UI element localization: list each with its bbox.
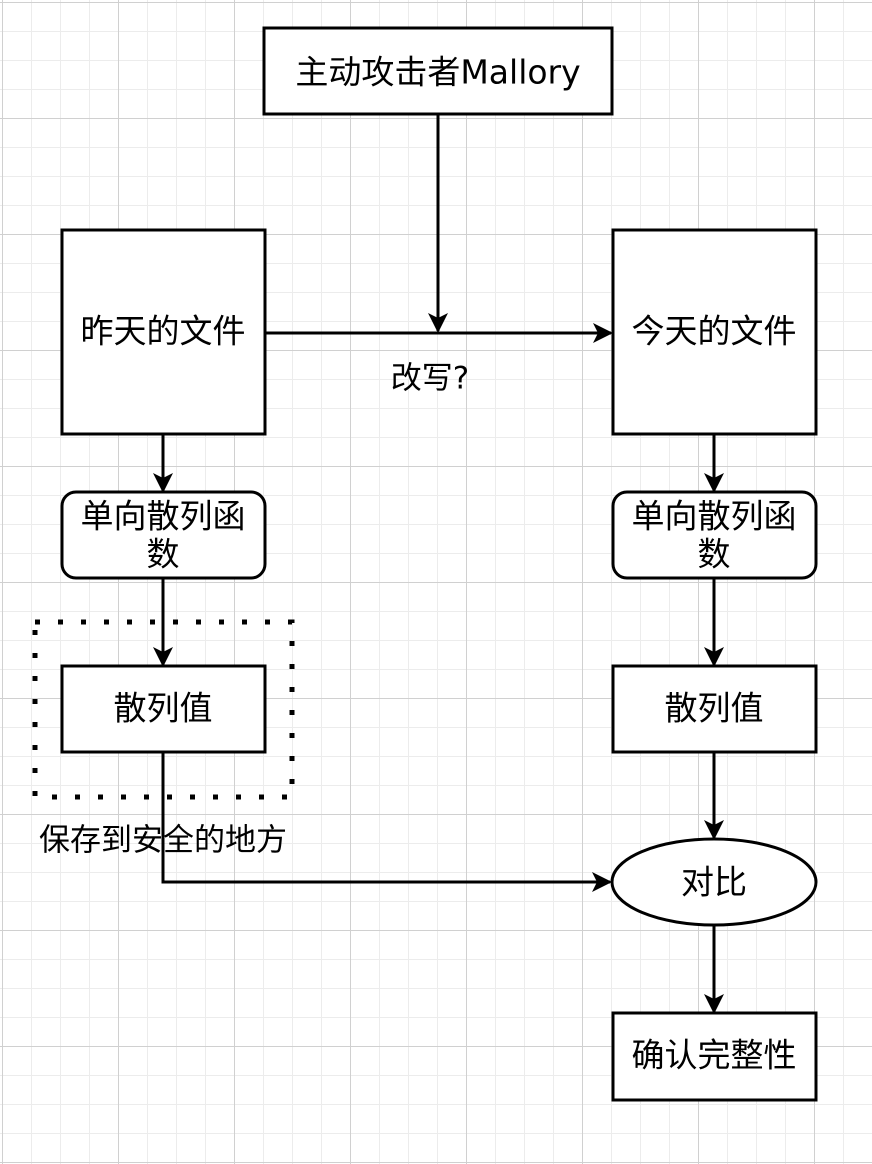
- node-today-file-label: 今天的文件: [632, 312, 797, 351]
- node-hash-value-right-label: 散列值: [665, 689, 764, 728]
- node-hash-function-right-label-line1: 单向散列函: [632, 497, 797, 536]
- node-hash-function-left[interactable]: 单向散列函 数: [60, 490, 267, 580]
- node-hash-function-right-label-line2: 数: [698, 535, 731, 574]
- node-attacker[interactable]: 主动攻击者Mallory: [262, 26, 614, 116]
- node-hash-value-left-label: 散列值: [114, 689, 213, 728]
- node-confirm-integrity[interactable]: 确认完整性: [611, 1011, 818, 1102]
- edge-hashvalue-left-to-compare[interactable]: [161, 752, 612, 892]
- node-hash-function-right[interactable]: 单向散列函 数: [611, 490, 818, 580]
- edges: [153, 114, 724, 1014]
- node-today-file[interactable]: 今天的文件: [611, 228, 818, 436]
- node-hash-function-left-label-line1: 单向散列函: [81, 497, 246, 536]
- secure-storage-label: 保存到安全的地方: [39, 823, 287, 859]
- node-hash-function-left-label-line2: 数: [147, 535, 180, 574]
- node-yesterday-file-label: 昨天的文件: [81, 312, 246, 351]
- node-hash-value-left[interactable]: 散列值: [60, 664, 267, 754]
- node-confirm-integrity-label: 确认完整性: [632, 1036, 797, 1075]
- node-compare[interactable]: 对比: [610, 837, 818, 927]
- node-attacker-label: 主动攻击者Mallory: [295, 53, 580, 92]
- edge-label-modify: 改写?: [391, 361, 469, 397]
- node-yesterday-file[interactable]: 昨天的文件: [60, 228, 267, 436]
- node-hash-value-right[interactable]: 散列值: [611, 664, 818, 754]
- node-compare-label: 对比: [681, 863, 747, 902]
